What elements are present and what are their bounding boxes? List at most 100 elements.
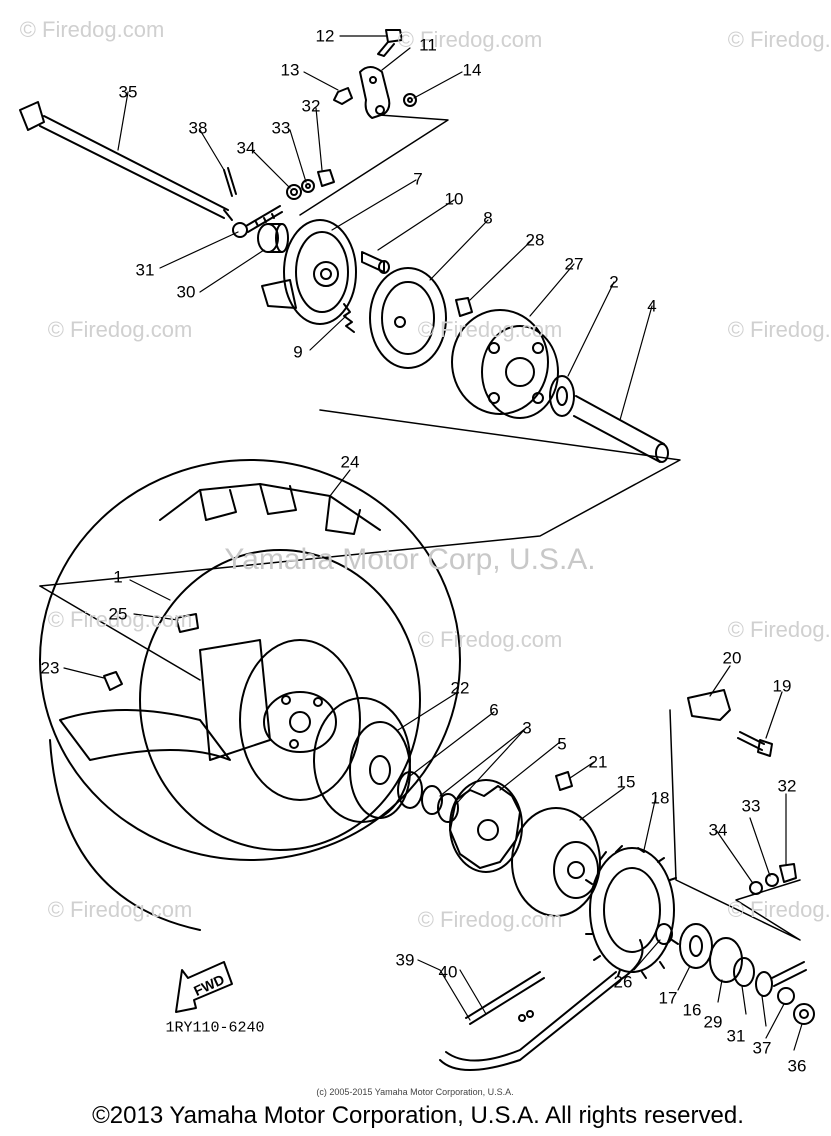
callout-34: 34 [236,138,256,158]
callout-12: 12 [315,26,335,46]
watermark: © Firedog.com [397,27,543,52]
part-31-bolt-right [755,961,807,997]
callout-28: 28 [525,230,545,250]
watermark: © Firedog.com [727,897,831,922]
part-3-bearing [421,785,459,823]
watermark: © Firedog.com [417,907,563,932]
wheel-hub [263,691,337,753]
part-14-nut [403,93,417,107]
part-20-plate [687,689,731,721]
part-12-bolt [377,29,403,57]
part-7-brake-shoe-plate [261,219,357,325]
callout-23: 23 [40,658,60,678]
part-34-washer [286,184,302,200]
watermark: © Firedog.com [727,27,831,52]
part-35-rear-axle [19,101,233,221]
callout-9: 9 [293,342,303,362]
watermark: © Firedog.com [727,317,831,342]
part-13-nut [333,87,353,105]
part-2-bearing [549,375,575,417]
part-24-tire [39,459,461,931]
callout-10: 10 [444,189,464,209]
part-32-nut-right [779,863,797,883]
callout-13: 13 [280,60,300,80]
callout-2: 2 [609,272,619,292]
callout-36: 36 [787,1056,807,1076]
watermark: © Firedog.com [47,897,193,922]
callout-27: 27 [564,254,584,274]
part-16-seal [709,937,743,983]
callout-16: 16 [682,1000,702,1020]
small-copyright: (c) 2005-2015 Yamaha Motor Corporation, … [316,1087,514,1097]
watermark: © Firedog.com [417,627,563,652]
callout-26: 26 [613,972,633,992]
part-27-brake-drum [451,309,559,419]
callout-39: 39 [395,950,415,970]
callout-29: 29 [703,1012,723,1032]
callout-33-right: 33 [741,796,761,816]
callout-24: 24 [340,452,360,472]
diagram-code: 1RY110-6240 [165,1019,265,1037]
part-36-nut [793,1003,815,1025]
part-15-sprocket-hub [511,807,601,917]
callout-17: 17 [658,988,678,1008]
part-33-lock-washer-right [765,873,779,887]
leader-lines [63,35,803,1051]
callout-5: 5 [557,734,567,754]
callout-38: 38 [188,118,208,138]
callout-1: 1 [113,567,123,587]
part-21-nut [555,771,573,791]
callout-7: 7 [413,169,423,189]
watermark: © Firedog.com [19,17,165,42]
part-18-sprocket [585,845,679,979]
callout-25: 25 [108,604,128,624]
callout-15: 15 [616,772,636,792]
center-watermark: Yamaha Motor Corp, U.S.A. [224,543,596,576]
callout-31-right: 31 [726,1026,746,1046]
part-19-bolt [737,731,773,757]
part-8-brake-shoe [369,267,447,369]
part-23-nut [103,671,123,691]
part-30-collar [257,223,289,253]
callout-11: 11 [419,35,437,55]
part-37-washer [777,987,795,1005]
callout-19: 19 [772,676,792,696]
callout-22: 22 [450,678,470,698]
part-10-brake-camshaft [361,251,390,274]
part-31-bolt [232,205,283,238]
part-9-spring [343,303,355,333]
callout-33: 33 [271,118,291,138]
part-11-brake-lever [359,66,391,119]
callout-35: 35 [118,82,138,102]
callout-20: 20 [722,648,742,668]
watermark: © Firedog.com [47,317,193,342]
callout-32: 32 [301,96,321,116]
callout-31: 31 [135,260,155,280]
part-33-lock-washer [301,179,315,193]
callout-32-right: 32 [777,776,797,796]
part-28-nut [455,297,473,317]
watermark: © Firedog.com [47,607,193,632]
part-22-hub-carrier [313,697,411,823]
callout-8: 8 [483,208,493,228]
part-32-nut [317,169,335,187]
watermark: © Firedog.com [727,617,831,642]
part-26-spacer [655,923,673,945]
watermark: © Firedog.com [417,317,563,342]
copyright-notice: ©2013 Yamaha Motor Corporation, U.S.A. A… [92,1102,744,1129]
callout-4: 4 [647,296,657,316]
part-34-washer-right [749,881,763,895]
part-39-chain [439,939,644,1071]
callout-18: 18 [650,788,670,808]
fwd-arrow-icon [175,961,233,1013]
part-17-bearing [679,923,713,969]
callout-30: 30 [176,282,196,302]
part-29-collar [733,957,755,987]
callout-6: 6 [489,700,499,720]
callout-21: 21 [588,752,608,772]
part-6-o-ring [397,771,423,809]
callout-14: 14 [462,60,482,80]
part-38-cotter-pin [223,167,237,197]
callout-34-right: 34 [708,820,728,840]
